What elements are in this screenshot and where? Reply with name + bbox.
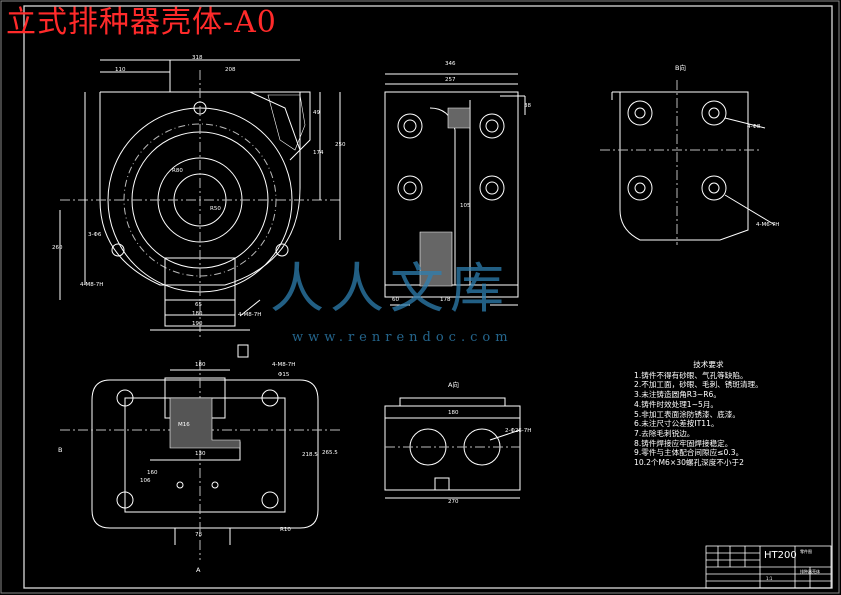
note-8: 8.铸件焊接应牢固焊接稳定。 (634, 438, 733, 448)
dim-plan-top: 180 (195, 362, 206, 368)
dim-side-bottom-left: 60 (392, 297, 399, 303)
dim-front-bottom-2: 180 (192, 311, 203, 317)
dim-a-view-top: 180 (448, 410, 459, 416)
note-4: 4.铸件时效处理1~5月。 (634, 399, 719, 409)
drawing-type: 零件图 (800, 549, 812, 554)
watermark-text: 人人文库 (270, 257, 510, 320)
dim-side-overall: 346 (445, 61, 456, 67)
dim-plan-bottom: 78 (195, 532, 202, 538)
dim-front-side-3: 250 (335, 142, 346, 148)
plan-hatch (169, 397, 241, 449)
dim-front-thread-2: 4-M8-7H (238, 312, 262, 318)
note-2: 2.不加工面，砂眼、毛刺、锈斑清理。 (634, 380, 763, 390)
dim-front-height: 260 (52, 245, 63, 251)
dim-plan-left-2: 160 (147, 470, 158, 476)
dim-front-r1: R80 (172, 168, 183, 174)
dim-plan-height: 265.5 (322, 450, 338, 456)
dim-front-side-1: 49 (313, 110, 320, 116)
dim-front-bottom-1: 65 (195, 302, 202, 308)
dim-front-overall: 318 (192, 55, 203, 61)
dim-a-view-bottom: 270 (448, 499, 459, 505)
dim-plan-left-1: 106 (140, 478, 151, 484)
section-mark-a: A (196, 566, 201, 574)
dim-plan-width: 130 (195, 451, 206, 457)
front-view (59, 59, 341, 340)
dim-plan-hole: 4-M8-7H (272, 362, 296, 368)
watermark-url: www.renrendoc.com (292, 330, 513, 345)
front-hatch (267, 94, 306, 151)
dim-b-view-hole: 4-Φ8 (747, 124, 761, 130)
dim-side-right-1: 38 (524, 103, 531, 109)
note-6: 6.未注尺寸公差按IT11。 (634, 419, 719, 429)
dim-front-right: 208 (225, 67, 236, 73)
drawing-title: 立式排种器壳体-A0 (6, 5, 277, 40)
note-1: 1.铸件不得有砂眼、气孔等缺陷。 (634, 370, 748, 380)
dim-a-view-hole: 2-Φ26-7H (505, 428, 532, 434)
technical-requirements: 技术要求 1.铸件不得有砂眼、气孔等缺陷。 2.不加工面，砂眼、毛刺、锈斑清理。… (634, 360, 763, 468)
b-view-label: B向 (675, 64, 686, 72)
dim-front-hole: 3-Φ6 (88, 232, 102, 238)
dim-plan-center: M16 (178, 422, 190, 428)
dim-front-r2: R50 (210, 206, 221, 212)
note-5: 5.非加工表面涂防锈漆、底漆。 (634, 409, 740, 419)
a-view (384, 397, 521, 499)
section-mark-b: B (58, 446, 63, 454)
a-view-label: A向 (448, 381, 459, 389)
side-section-view (384, 73, 526, 306)
part-name: 排种器壳体 (800, 569, 820, 574)
side-hatch (419, 107, 471, 287)
dim-front-bottom-3: 190 (192, 321, 203, 327)
dim-front-thread-1: 4-M8-7H (80, 282, 104, 288)
dim-side-right-2: 105 (460, 203, 471, 209)
dim-side-inner: 257 (445, 77, 456, 83)
notes-heading: 技术要求 (693, 360, 724, 369)
dim-side-bottom-right: 178 (440, 297, 451, 303)
note-7: 7.去除毛刺锐边。 (634, 428, 695, 438)
title-block (705, 545, 832, 589)
note-3: 3.未注铸造圆角R3~R6。 (634, 390, 721, 400)
note-9: 9.零件与主体配合间隙应≤0.3。 (634, 448, 744, 458)
scale: 1:1 (766, 576, 773, 581)
dim-plan-side: 218.5 (302, 452, 318, 458)
dim-b-view-thread: 4-M6-7H (756, 222, 780, 228)
b-view (600, 80, 776, 245)
dim-front-side-2: 174 (313, 150, 324, 156)
note-10: 10.2个M6×30螺孔深度不小于2 (634, 458, 744, 468)
dim-plan-hole-2: Φ15 (278, 372, 290, 378)
material-label: HT200 (764, 550, 797, 561)
dim-plan-radius: R10 (280, 527, 291, 533)
dim-front-left: 110 (115, 67, 126, 73)
